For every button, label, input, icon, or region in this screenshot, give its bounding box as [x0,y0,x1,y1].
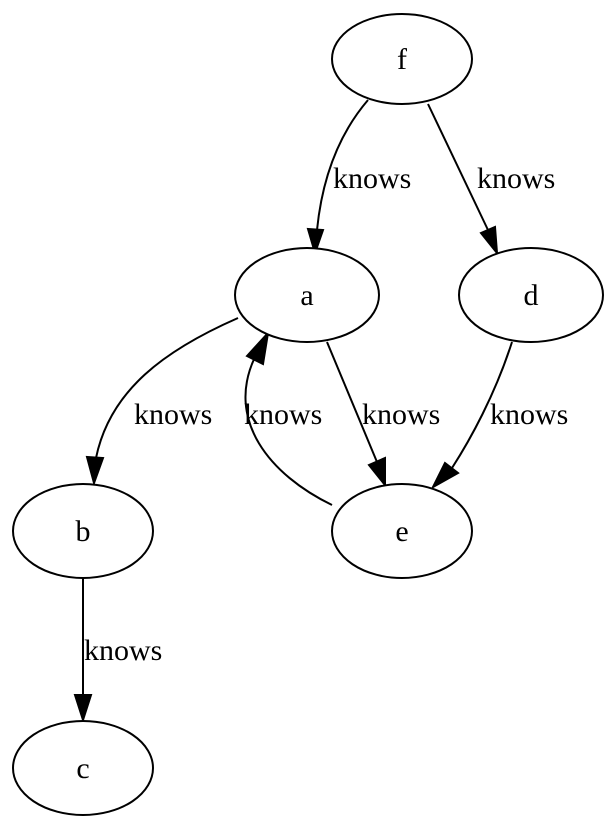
node-label: f [397,43,407,76]
edge-line [244,356,333,506]
node-a: a [234,247,380,343]
node-label: b [76,515,91,548]
node-label: e [395,515,408,548]
arrowhead-icon [479,225,499,257]
edge-b-c: knows [73,578,162,724]
arrowhead-icon [73,694,93,724]
node-c: c [12,720,154,816]
edge-line [326,341,378,463]
node-ellipse [331,13,473,105]
edge-f-a: knows [306,99,411,257]
node-ellipse [234,247,380,343]
edge-label: knows [477,162,555,195]
edge-label: knows [84,634,162,667]
node-label: d [524,279,539,312]
edge-label: knows [362,398,440,431]
node-ellipse [458,247,604,343]
node-f: f [331,13,473,105]
edge-label: knows [134,398,212,431]
node-b: b [12,483,154,579]
edge-e-a: knows [244,329,333,506]
node-label: a [300,279,313,312]
arrowhead-icon [367,456,386,488]
edge-label: knows [244,398,322,431]
arrowhead-icon [85,455,105,487]
arrowhead-icon [245,329,270,366]
edge-f-d: knows [427,103,555,257]
node-d: d [458,247,604,343]
edge-line [95,317,239,459]
edge-line [316,99,369,231]
edge-d-e: knows [430,341,568,490]
node-label: c [76,752,89,785]
node-ellipse [12,483,154,579]
edge-a-b: knows [85,317,239,487]
arrowhead-icon [306,227,325,257]
node-ellipse [331,483,473,579]
arrowhead-icon [430,461,460,490]
node-ellipse [12,720,154,816]
node-e: e [331,483,473,579]
edge-label: knows [490,398,568,431]
edge-label: knows [333,162,411,195]
edge-line [427,103,489,231]
edge-line [451,341,513,469]
edge-a-e: knows [326,341,440,488]
